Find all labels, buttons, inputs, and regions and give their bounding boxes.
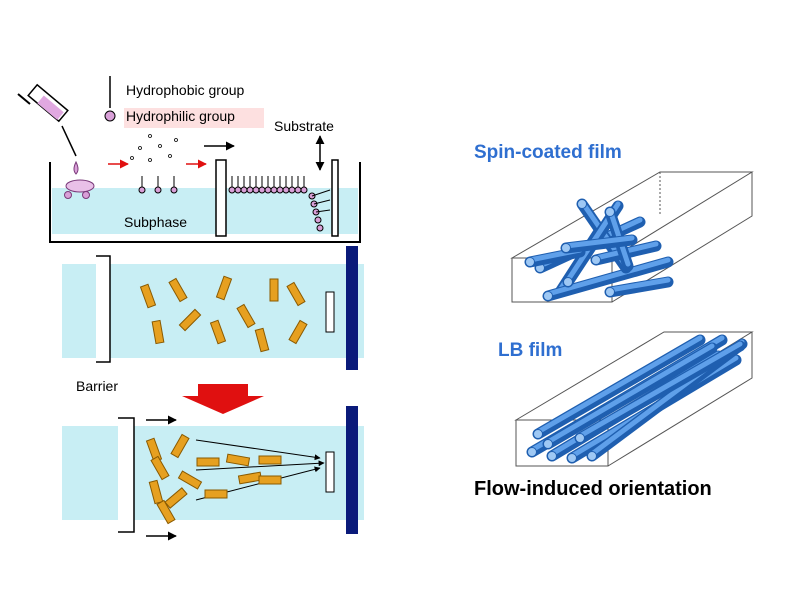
sparse-molecules xyxy=(138,176,178,194)
process-arrow-icon xyxy=(182,384,264,414)
barrier-label: Barrier xyxy=(76,378,119,394)
nanowire-end xyxy=(543,291,553,301)
nanowire-highlight xyxy=(535,335,703,435)
rod xyxy=(177,470,203,490)
monolayer-head xyxy=(246,186,254,194)
nanowire-end xyxy=(567,453,577,463)
spin-coated-tubes xyxy=(524,198,674,302)
nanowire-end xyxy=(547,451,557,461)
hydrophilic-highlight xyxy=(124,108,264,128)
barrier-top-view-1 xyxy=(96,255,111,363)
rod xyxy=(258,475,282,485)
spread-droplet xyxy=(65,179,95,193)
water-top-view-1 xyxy=(62,264,364,358)
rod xyxy=(168,277,188,303)
rod xyxy=(209,319,227,345)
random-rods xyxy=(139,275,308,353)
monolayer-head xyxy=(252,186,260,194)
substrate-top-view-1 xyxy=(325,291,335,333)
monolayer-head xyxy=(294,186,302,194)
top-view-random xyxy=(62,246,364,370)
subphase-label: Subphase xyxy=(124,214,188,230)
substrate-top-view-2 xyxy=(325,451,335,493)
nanowire-highlight xyxy=(545,257,671,297)
rod xyxy=(288,319,308,345)
nanowire-end xyxy=(605,287,615,297)
nanowire-end xyxy=(561,243,571,253)
nanowire-end xyxy=(591,255,601,265)
rod xyxy=(170,433,190,459)
top-view-aligned xyxy=(62,406,364,541)
rod xyxy=(148,479,164,505)
monolayer-head xyxy=(282,186,290,194)
floating-molecules xyxy=(130,134,178,162)
monolayer-head xyxy=(276,186,284,194)
monolayer-head xyxy=(258,186,266,194)
rod xyxy=(139,283,157,309)
substrate-label: Substrate xyxy=(274,118,334,134)
rod xyxy=(258,455,282,465)
rod xyxy=(156,499,176,525)
monolayer-head xyxy=(288,186,296,194)
rod xyxy=(225,453,251,467)
plate-top-view-2 xyxy=(346,406,358,534)
trough-wall xyxy=(49,162,361,243)
flow-induced-title: Flow-induced orientation xyxy=(474,478,712,500)
rod xyxy=(178,308,202,332)
spin-coated-title: Spin-coated film xyxy=(474,142,622,163)
water-top-view-2 xyxy=(62,426,364,520)
hydrophilic-label: Hydrophilic group xyxy=(126,108,235,124)
lb-film-tubes xyxy=(526,334,748,464)
rod xyxy=(254,327,270,353)
rod xyxy=(286,281,306,307)
monolayer-head xyxy=(240,186,248,194)
monolayer-head xyxy=(270,186,278,194)
nanowire-end xyxy=(563,277,573,287)
nanowire-highlight xyxy=(577,341,743,439)
rod xyxy=(215,275,233,301)
compressed-monolayer xyxy=(228,176,308,194)
rod xyxy=(236,303,256,329)
barrier-top-view-2 xyxy=(118,417,135,533)
monolayer-head xyxy=(228,186,236,194)
nanowire-highlight xyxy=(563,235,635,249)
rod xyxy=(269,278,279,302)
rod xyxy=(164,487,188,509)
monolayer-head xyxy=(234,186,242,194)
nanowire-end xyxy=(575,433,585,443)
trough-cross-section xyxy=(49,134,361,243)
nanowire-end xyxy=(577,199,587,209)
monolayer-head xyxy=(264,186,272,194)
nanowire-highlight xyxy=(545,343,715,445)
syringe-icon xyxy=(17,83,77,157)
subphase-water xyxy=(52,188,358,234)
nanowire-end xyxy=(587,451,597,461)
nanowire-highlight xyxy=(607,277,671,293)
deposited-layer xyxy=(308,189,331,232)
barrier-cross-section xyxy=(215,159,227,237)
monolayer-head xyxy=(300,186,308,194)
rod xyxy=(151,319,165,345)
nanowire-end xyxy=(605,207,615,217)
nanowire-end xyxy=(525,257,535,267)
plate-top-view-1 xyxy=(346,246,358,370)
nanowire-end xyxy=(543,439,553,449)
rod xyxy=(204,489,228,499)
hydrophobic-label: Hydrophobic group xyxy=(126,82,245,98)
substrate-plate xyxy=(331,159,339,237)
nanowire-end xyxy=(527,447,537,457)
lb-film-title: LB film xyxy=(498,340,563,361)
falling-drop xyxy=(73,160,79,175)
aligned-rods xyxy=(145,433,282,525)
rod xyxy=(150,455,170,481)
rod xyxy=(196,457,220,467)
nanowire-end xyxy=(533,429,543,439)
legend-hydrophilic-icon xyxy=(104,110,116,122)
